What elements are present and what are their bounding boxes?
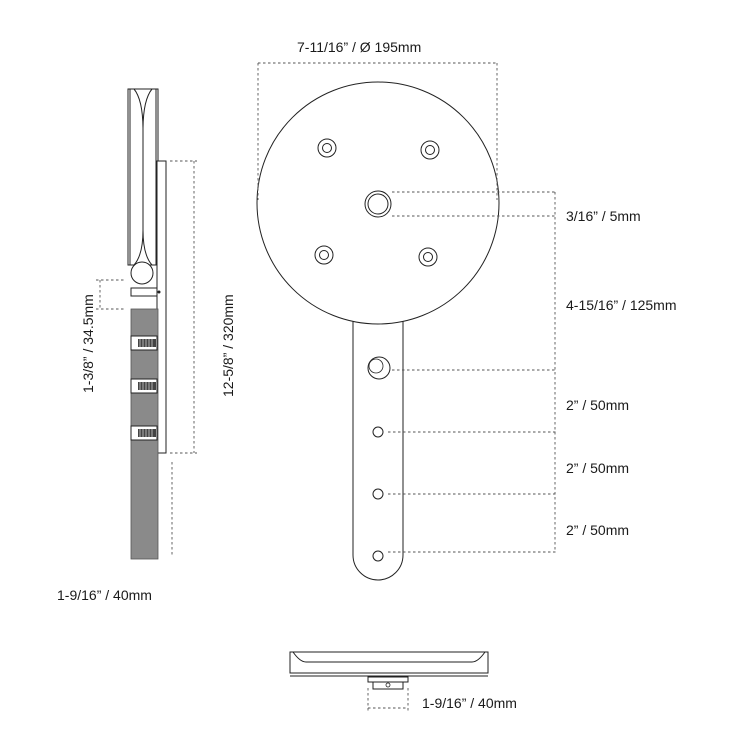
axle-hole-label: 3/16” / 5mm [566,208,641,224]
bottom-width-label: 1-9/16” / 40mm [422,695,517,711]
front-mounting-holes [314,138,440,267]
side-bolts [130,335,158,441]
side-spacer [130,287,158,297]
front-hanger-strap [352,299,404,581]
front-view: 7-11/16” / Ø 195mm 3/16” / 5mm 4-15/16” … [256,39,677,581]
side-gap-label: 1-3/8” / 34.5mm [80,294,96,393]
side-width-label: 1-9/16” / 40mm [57,587,152,603]
hole-spacing-2-label: 2” / 50mm [566,460,629,476]
bottom-hanger-strap [367,676,409,683]
bottom-view: 1-9/16” / 40mm [289,651,517,712]
side-view: 1-3/8” / 34.5mm 12-5/8” / 320mm 1-9/16” … [57,88,236,603]
side-axle-bolt [130,261,154,285]
axle-to-hole-label: 4-15/16” / 125mm [566,297,677,313]
front-strap-holes [367,356,391,562]
side-wheel-profile [127,88,159,266]
hole-spacing-3-label: 2” / 50mm [566,522,629,538]
side-hanger-strap [156,160,167,454]
side-height-label: 12-5/8” / 320mm [220,294,236,397]
wheel-diameter-label: 7-11/16” / Ø 195mm [297,39,421,55]
hole-spacing-1-label: 2” / 50mm [566,397,629,413]
